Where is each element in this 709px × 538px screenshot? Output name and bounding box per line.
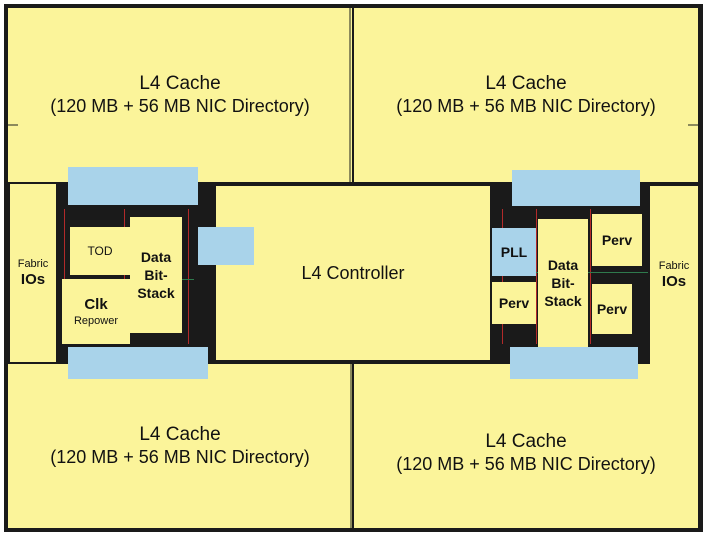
stack-label: Stack [137, 285, 175, 301]
bit-label: Bit- [551, 275, 575, 291]
wire [188, 209, 189, 344]
wire [502, 209, 503, 344]
cache-title: L4 Cache [485, 73, 567, 94]
wire [64, 209, 65, 344]
clk-repower-block: Clk Repower [62, 279, 130, 344]
perv-label: Perv [498, 295, 530, 311]
repower-label: Repower [73, 314, 119, 327]
cache-title: L4 Cache [139, 73, 221, 94]
wire [124, 209, 125, 344]
tod-label: TOD [87, 244, 113, 258]
right-bottom-bar [510, 347, 638, 379]
data-label: Data [140, 249, 172, 265]
perv-label: Perv [596, 301, 628, 317]
ios-label: IOs [661, 273, 687, 290]
wire [536, 209, 537, 344]
l4-controller: L4 Controller [216, 186, 490, 360]
pll-label: PLL [500, 244, 528, 260]
clk-label: Clk [84, 295, 108, 313]
fabric-label: Fabric [658, 260, 690, 272]
controller-label: L4 Controller [301, 262, 405, 283]
ios-label: IOs [20, 271, 46, 288]
l4-cache-top-right: L4 Cache (120 MB + 56 MB NIC Directory) [354, 8, 698, 182]
cache-detail: (120 MB + 56 MB NIC Directory) [50, 447, 310, 467]
chip-die: L4 Cache (120 MB + 56 MB NIC Directory) … [4, 4, 703, 532]
data-bit-stack-right: Data Bit- Stack [538, 219, 588, 347]
stack-label: Stack [544, 293, 582, 309]
right-top-bar [512, 170, 640, 206]
controller-port [198, 227, 254, 265]
cache-seam-right-top [688, 124, 698, 126]
left-bottom-bar [68, 347, 208, 379]
fabric-label: Fabric [17, 258, 49, 270]
cache-seam-top [349, 8, 351, 182]
perv-label: Perv [601, 232, 633, 248]
perv-left-block: Perv [492, 282, 536, 324]
l4-cache-bottom-left: L4 Cache (120 MB + 56 MB NIC Directory) [8, 364, 352, 528]
cache-detail: (120 MB + 56 MB NIC Directory) [396, 96, 656, 116]
perv-top-block: Perv [592, 214, 642, 266]
bit-label: Bit- [144, 267, 168, 283]
cache-detail: (120 MB + 56 MB NIC Directory) [396, 454, 656, 474]
data-bit-stack-left: Data Bit- Stack [130, 217, 182, 333]
pll-block: PLL [492, 228, 536, 276]
l4-cache-bottom-right: L4 Cache (120 MB + 56 MB NIC Directory) [354, 364, 698, 528]
tod-block: TOD [70, 227, 130, 275]
left-top-bar [68, 167, 198, 205]
cache-detail: (120 MB + 56 MB NIC Directory) [50, 96, 310, 116]
l4-cache-top-left: L4 Cache (120 MB + 56 MB NIC Directory) [8, 8, 352, 182]
perv-right-block: Perv [592, 284, 632, 334]
fabric-ios-right: Fabric IOs [650, 186, 698, 364]
data-label: Data [547, 257, 579, 273]
cache-title: L4 Cache [139, 424, 221, 445]
wire [590, 209, 591, 344]
cache-title: L4 Cache [485, 431, 567, 452]
cache-seam-bottom [350, 364, 352, 528]
cache-seam-left-top [8, 124, 18, 126]
fabric-ios-left: Fabric IOs [10, 184, 56, 362]
